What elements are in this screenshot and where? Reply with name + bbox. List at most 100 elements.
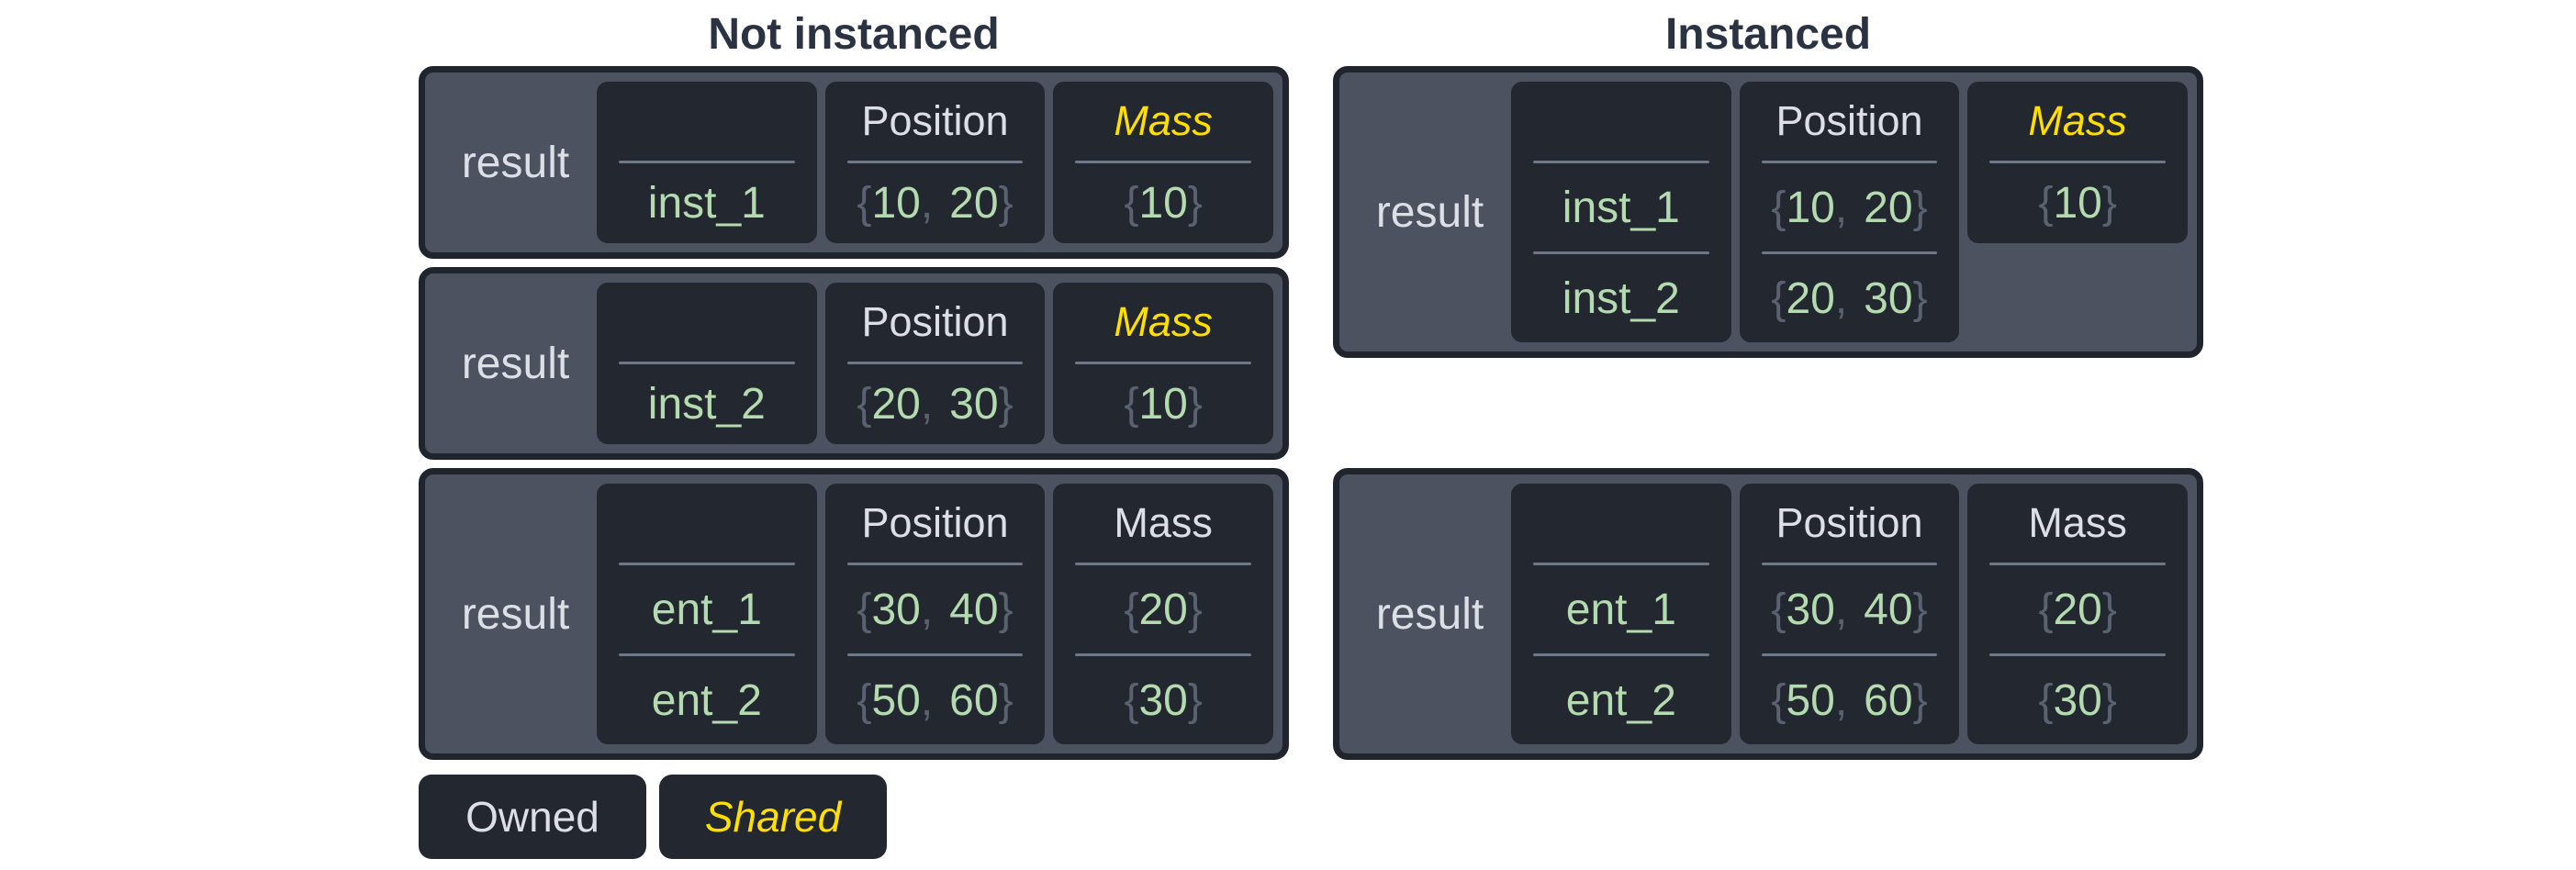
brace-open-icon: {: [2038, 585, 2054, 634]
comma-separator: ,: [920, 675, 934, 725]
value-number: 40: [1864, 585, 1913, 634]
brace-open-icon: {: [1124, 675, 1139, 725]
entity-column: ent_1 ent_2: [597, 484, 817, 744]
position-column: Position {30,40} {50,60}: [1739, 484, 1960, 744]
entity-name: inst_1: [647, 179, 766, 228]
entity-name: ent_2: [651, 675, 762, 725]
row-divider: [619, 653, 795, 656]
row-divider: [1989, 653, 2167, 656]
position-value: {30,40}: [1740, 565, 1960, 653]
value-number: 10: [1786, 183, 1835, 232]
brace-close-icon: }: [998, 675, 1014, 725]
value-number: 30: [1138, 675, 1188, 725]
mass-header-shared: Mass: [2028, 97, 2127, 144]
position-value: {50,60}: [1740, 656, 1960, 744]
value-number: 60: [1864, 675, 1913, 725]
brace-open-icon: {: [1124, 380, 1139, 429]
comma-separator: ,: [1834, 675, 1848, 725]
value-number: 50: [871, 675, 921, 725]
mass-value: {10}: [1053, 163, 1273, 243]
entity-name: ent_1: [651, 585, 762, 634]
entity-column: ent_1 ent_2: [1511, 484, 1731, 744]
comma-separator: ,: [1834, 183, 1848, 232]
position-column: Position {30,40} {50,60}: [824, 484, 1046, 744]
header-divider: [1533, 563, 1709, 565]
value-number: 10: [2053, 179, 2102, 228]
result-table-not-instanced-inst2: result inst_2 Position {20,30} Mass {10}: [419, 267, 1289, 460]
value-number: 20: [2053, 585, 2102, 634]
header-divider: [1761, 563, 1938, 565]
entity-name: inst_2: [1562, 273, 1680, 323]
value-number: 20: [1864, 183, 1913, 232]
header-divider: [1533, 161, 1709, 163]
value-number: 10: [1138, 179, 1188, 228]
position-value: {10,20}: [825, 163, 1046, 243]
position-column: Position {10, 20} {20, 30}: [1739, 82, 1960, 342]
value-number: 40: [949, 585, 999, 634]
entity-name: ent_1: [1565, 585, 1676, 634]
entity-header: [597, 82, 817, 161]
columns-group: inst_1 inst_2 Position {10, 20} {20, 30} M…: [1511, 82, 2189, 342]
comma-separator: ,: [920, 585, 934, 634]
brace-open-icon: {: [1771, 183, 1786, 232]
header-divider: [619, 563, 795, 565]
position-column: Position {10,20}: [824, 82, 1046, 243]
comma-separator: ,: [1834, 585, 1848, 634]
brace-open-icon: {: [857, 675, 872, 725]
brace-close-icon: }: [1912, 675, 1928, 725]
brace-open-icon: {: [857, 585, 872, 634]
result-table-instanced-insts: result inst_1 inst_2 Position {10, 20} {2…: [1333, 66, 2203, 358]
row-divider: [846, 653, 1024, 656]
entity-header: [1511, 82, 1731, 161]
result-label: result: [461, 339, 570, 388]
brace-open-icon: {: [1124, 179, 1139, 228]
legend-shared-chip: Shared: [659, 775, 887, 859]
brace-open-icon: {: [1124, 585, 1139, 634]
comma-separator: ,: [920, 380, 934, 429]
value-number: 20: [1786, 273, 1835, 323]
value-number: 50: [1786, 675, 1835, 725]
entity-column: inst_1: [597, 82, 817, 243]
column-title-not-instanced: Not instanced: [708, 10, 1000, 59]
value-number: 20: [871, 380, 921, 429]
comma-separator: ,: [1834, 273, 1848, 323]
mass-column: Mass {20} {30}: [1967, 484, 2189, 744]
header-divider: [619, 362, 795, 364]
row-divider: [1761, 251, 1938, 254]
position-header: Position: [1775, 97, 1923, 144]
value-number: 30: [949, 380, 999, 429]
position-column: Position {20,30}: [824, 283, 1046, 444]
brace-close-icon: }: [2101, 675, 2117, 725]
brace-close-icon: }: [998, 380, 1014, 429]
result-label: result: [1375, 187, 1484, 237]
position-header: Position: [861, 499, 1009, 546]
mass-column-shared-single: Mass {10}: [1967, 82, 2189, 243]
mass-value: {30}: [1053, 656, 1273, 744]
result-label: result: [1375, 589, 1484, 639]
entity-column: inst_1 inst_2: [1511, 82, 1731, 342]
brace-open-icon: {: [857, 179, 872, 228]
entity-name: inst_1: [1562, 183, 1680, 232]
value-number: 30: [1864, 273, 1913, 323]
brace-close-icon: }: [2101, 179, 2117, 228]
columns-group: inst_1 Position {10,20} Mass {10}: [597, 82, 1274, 243]
mass-column: Mass {20} {30}: [1053, 484, 1274, 744]
value-number: 60: [949, 675, 999, 725]
position-value: {10, 20}: [1740, 163, 1960, 251]
mass-header-shared: Mass: [1114, 97, 1213, 144]
mass-value: {30}: [1967, 656, 2188, 744]
columns-group: ent_1 ent_2 Position {30,40} {50,60} Mas…: [1511, 484, 2189, 744]
entity-name: ent_2: [1565, 675, 1676, 725]
legend-owned-chip: Owned: [419, 775, 646, 859]
result-table-not-instanced-entities: result ent_1 ent_2 Position {30,40} {50,…: [419, 468, 1289, 760]
header-divider: [1075, 563, 1252, 565]
value-number: 30: [1786, 585, 1835, 634]
columns-group: ent_1 ent_2 Position {30, 40} {50, 60} Mas…: [597, 484, 1274, 744]
mass-header-shared: Mass: [1114, 298, 1213, 345]
brace-close-icon: }: [1187, 675, 1203, 725]
brace-close-icon: }: [1912, 183, 1928, 232]
header-divider: [1075, 161, 1252, 163]
row-divider: [1533, 653, 1709, 656]
value-number: 10: [871, 179, 921, 228]
